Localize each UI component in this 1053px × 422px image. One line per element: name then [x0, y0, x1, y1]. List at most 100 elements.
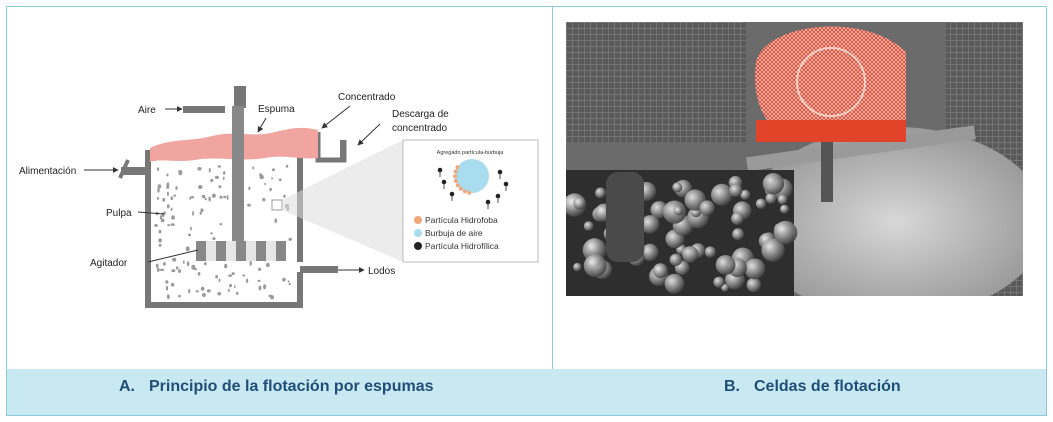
label-concentrate: Concentrado [338, 92, 396, 103]
pulp-particle [274, 218, 278, 223]
legend-swatch-bubble [414, 229, 422, 237]
pulp-particle [215, 275, 219, 279]
pulp-particle [263, 284, 267, 290]
discharge-leader [357, 123, 381, 146]
froth-bubble [744, 258, 766, 280]
pulp-particle [199, 211, 202, 215]
pulp-particle [219, 195, 223, 199]
pulp-particle [228, 274, 233, 277]
pulp-particle [210, 178, 214, 183]
froth-bubble [573, 262, 582, 272]
pulp-particle [187, 233, 192, 237]
pulp-particle [177, 269, 182, 273]
froth-bubble [746, 277, 761, 293]
pulp-particle [248, 186, 251, 191]
inset-particles [437, 165, 509, 209]
label-agitator: Agitador [90, 258, 128, 269]
pulp-particle [170, 282, 175, 287]
pulp-particle [192, 211, 194, 216]
pulp-particle [206, 289, 211, 293]
inset-legend: Partícula Hidrofoba Burbuja de aire Part… [414, 215, 499, 251]
legend-swatch-hydrophilic [414, 242, 422, 250]
pulp-particle [156, 196, 159, 200]
pulp-particle [288, 237, 292, 241]
hydrophobic-particle [455, 183, 460, 188]
pulp-particle [197, 272, 201, 276]
pulp-particle [167, 224, 170, 227]
froth-bubble [641, 243, 659, 261]
pulp-particle [282, 277, 286, 282]
pulp-particle [166, 204, 170, 209]
hydrophilic-particle [437, 167, 443, 173]
label-tailings: Lodos [368, 266, 395, 277]
pulp-particle [214, 175, 219, 179]
pulp-particle [163, 262, 166, 266]
pulp-particle [228, 288, 230, 293]
label-feed: Alimentación [19, 166, 76, 177]
caption-b-letter: B. [724, 378, 740, 395]
pulp-particle [210, 232, 213, 235]
pulp-particle [197, 167, 202, 171]
agitator-impeller [196, 241, 286, 261]
label-discharge-1: Descarga de [392, 109, 449, 120]
legend-hydrophobic: Partícula Hidrofoba [425, 215, 498, 225]
label-froth: Espuma [258, 104, 295, 115]
pulp-particle [166, 183, 169, 187]
pulp-particle [231, 272, 235, 276]
froth-bubbles [566, 172, 798, 294]
hydrophilic-particle [497, 169, 503, 175]
pulp-particle [203, 262, 207, 266]
pulp-particle [212, 193, 216, 198]
impeller-blade [246, 241, 256, 261]
pulp-particle [285, 164, 289, 168]
photo-agitator-shaft [606, 172, 644, 262]
legend-swatch-hydrophobic [414, 216, 422, 224]
pulp-particle [190, 196, 195, 199]
pulp-particle [236, 291, 239, 295]
zoom-wedge [282, 140, 403, 262]
pulp-particle [165, 285, 169, 291]
froth-leader [257, 117, 267, 133]
flotation-diagram: Aire Espuma Concentrado Descarga de conc… [19, 86, 539, 308]
impeller-blade [256, 241, 266, 261]
froth-bubble [664, 273, 685, 294]
pulp-particle [159, 215, 162, 220]
pulp-particle [159, 268, 165, 272]
pulp-particle [271, 177, 274, 180]
impeller-blade [216, 241, 226, 261]
pulp-particle [170, 196, 174, 200]
pulp-particle [171, 215, 176, 220]
caption-b: B. Celdas de flotación [724, 378, 901, 396]
legend-hydrophilic: Partícula Hidrofílica [425, 241, 499, 251]
zoom-source-box [271, 199, 283, 211]
air-bubble [455, 159, 489, 193]
pulp-particle [182, 260, 185, 264]
pulp-particle [249, 260, 252, 266]
concentrate-outlet [340, 140, 346, 162]
pulp-particle [154, 224, 158, 227]
caption-b-text: Celdas de flotación [754, 378, 901, 395]
impeller-blade [236, 241, 246, 261]
pulp-particle [201, 194, 206, 199]
legend-bubble: Burbuja de aire [425, 228, 483, 238]
pulp-particle [191, 264, 196, 270]
pulp-particle [157, 187, 160, 193]
pulp-particle [223, 195, 227, 199]
froth-bubble [682, 246, 699, 263]
pulp-particle [258, 267, 262, 271]
froth-bubble [672, 182, 683, 193]
impeller-blade [196, 241, 206, 261]
pulp-particle [283, 194, 286, 198]
inset-title: Agregado partícula-burbuja [437, 150, 505, 156]
caption-a-text: Principio de la flotación por espumas [149, 378, 434, 395]
pulp-particle [229, 283, 232, 288]
pulp-particle [158, 229, 162, 234]
air-pipe-top [234, 86, 246, 108]
pulp-particle [157, 184, 162, 189]
pulp-particle [223, 171, 226, 175]
froth-bubble [762, 173, 785, 195]
hydrophobic-particle [453, 169, 458, 174]
red-rotor-rim [756, 120, 906, 142]
pulp-particle [200, 208, 204, 213]
froth-bubble [732, 228, 744, 241]
